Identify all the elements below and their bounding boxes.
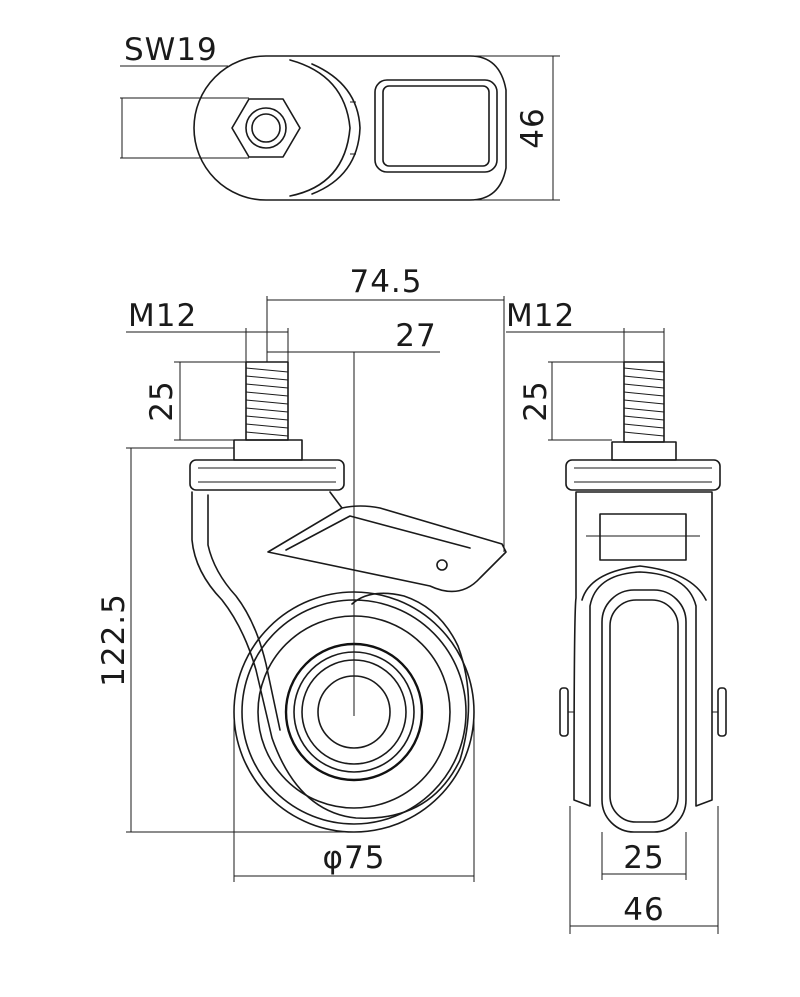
side-top-plate [189,459,345,491]
front-width-label: 46 [623,892,664,928]
wheel-width-label: 25 [623,840,664,876]
side-brake-pin [436,559,448,571]
front-thread-lines [623,367,665,437]
front-thread-length-label: 25 [518,380,554,421]
front-fork [573,491,713,807]
side-view: 74.5 27 M12 25 122.5 φ75 [96,264,507,882]
top-width-label: 46 [515,107,551,148]
front-axle-right [717,687,727,737]
top-view-brake-pad [374,79,498,173]
front-axle-left [559,687,569,737]
top-view: SW19 46 [120,32,560,201]
front-thread-label: M12 [506,298,575,334]
front-nut [611,441,677,461]
front-top-plate [565,459,721,491]
wrench-size-label: SW19 [124,32,218,68]
side-thread-length-label: 25 [144,380,180,421]
swivel-offset-label: 27 [395,318,436,354]
side-brake-lever [267,491,507,593]
side-nut [233,439,303,461]
hex-nut-inner [245,107,287,149]
side-thread-label: M12 [128,298,197,334]
hex-nut [231,98,301,158]
top-view-brake-pad-inner [382,85,490,167]
wheel-diameter-label: φ75 [323,840,386,876]
side-thread-lines [245,367,289,437]
overall-height-label: 122.5 [96,593,132,687]
top-view-inner-arc [289,59,351,197]
top-view-outline [193,55,507,201]
top-view-inner-arc-2 [311,63,361,195]
side-fork [191,491,470,820]
front-wheel [601,589,687,833]
front-view: M12 25 25 46 [506,298,727,934]
offset-label: 74.5 [349,264,422,300]
